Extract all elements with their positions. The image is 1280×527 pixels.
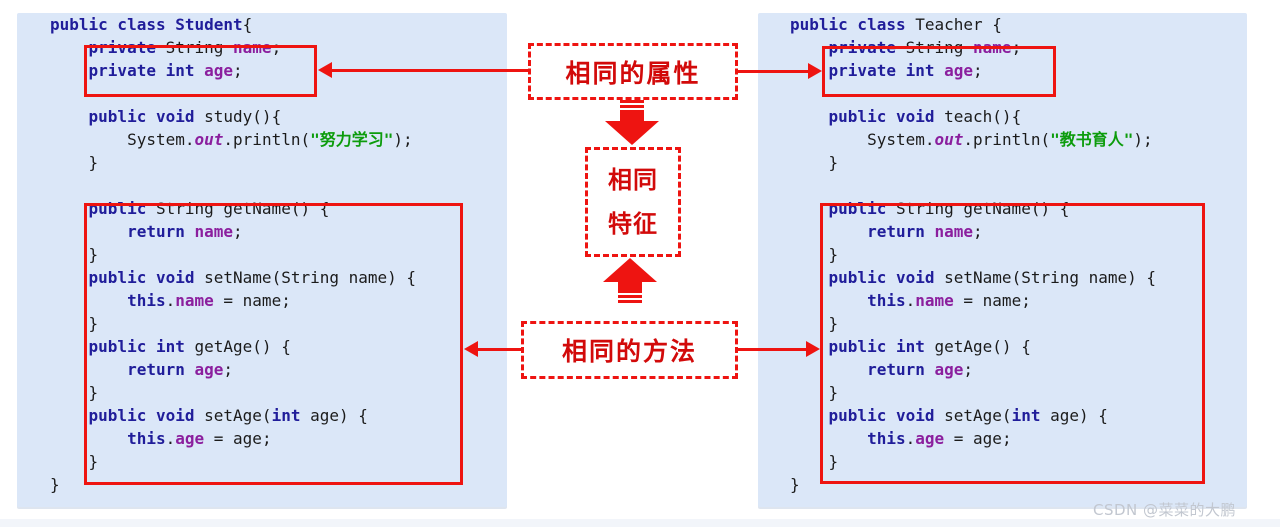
- striped-up-arrow-icon: [602, 257, 658, 303]
- page-bottom-strip: [0, 519, 1280, 527]
- left-arrowhead-icon: [318, 62, 332, 78]
- same-attributes-callout: 相同的属性: [528, 43, 738, 100]
- left-arrowhead-icon: [464, 341, 478, 357]
- teacher-attributes-highlight-box: [822, 46, 1056, 97]
- student-attributes-highlight-box: [84, 45, 317, 97]
- same-methods-label: 相同的方法: [561, 337, 697, 366]
- right-arrowhead-icon: [806, 341, 820, 357]
- same-feature-label-line1: 相同: [608, 166, 658, 194]
- striped-down-arrow-icon: [604, 100, 660, 146]
- watermark: CSDN @菜菜的大鹏: [1093, 501, 1237, 519]
- same-attributes-label: 相同的属性: [565, 58, 701, 88]
- student-methods-highlight-box: [84, 203, 463, 485]
- teacher-code: public class Teacher { private String na…: [790, 15, 1157, 494]
- same-feature-callout: 相同 特征: [585, 147, 681, 257]
- same-feature-label-line2: 特征: [608, 210, 658, 238]
- right-arrowhead-icon: [808, 63, 822, 79]
- teacher-methods-highlight-box: [820, 203, 1205, 484]
- same-methods-callout: 相同的方法: [521, 321, 738, 379]
